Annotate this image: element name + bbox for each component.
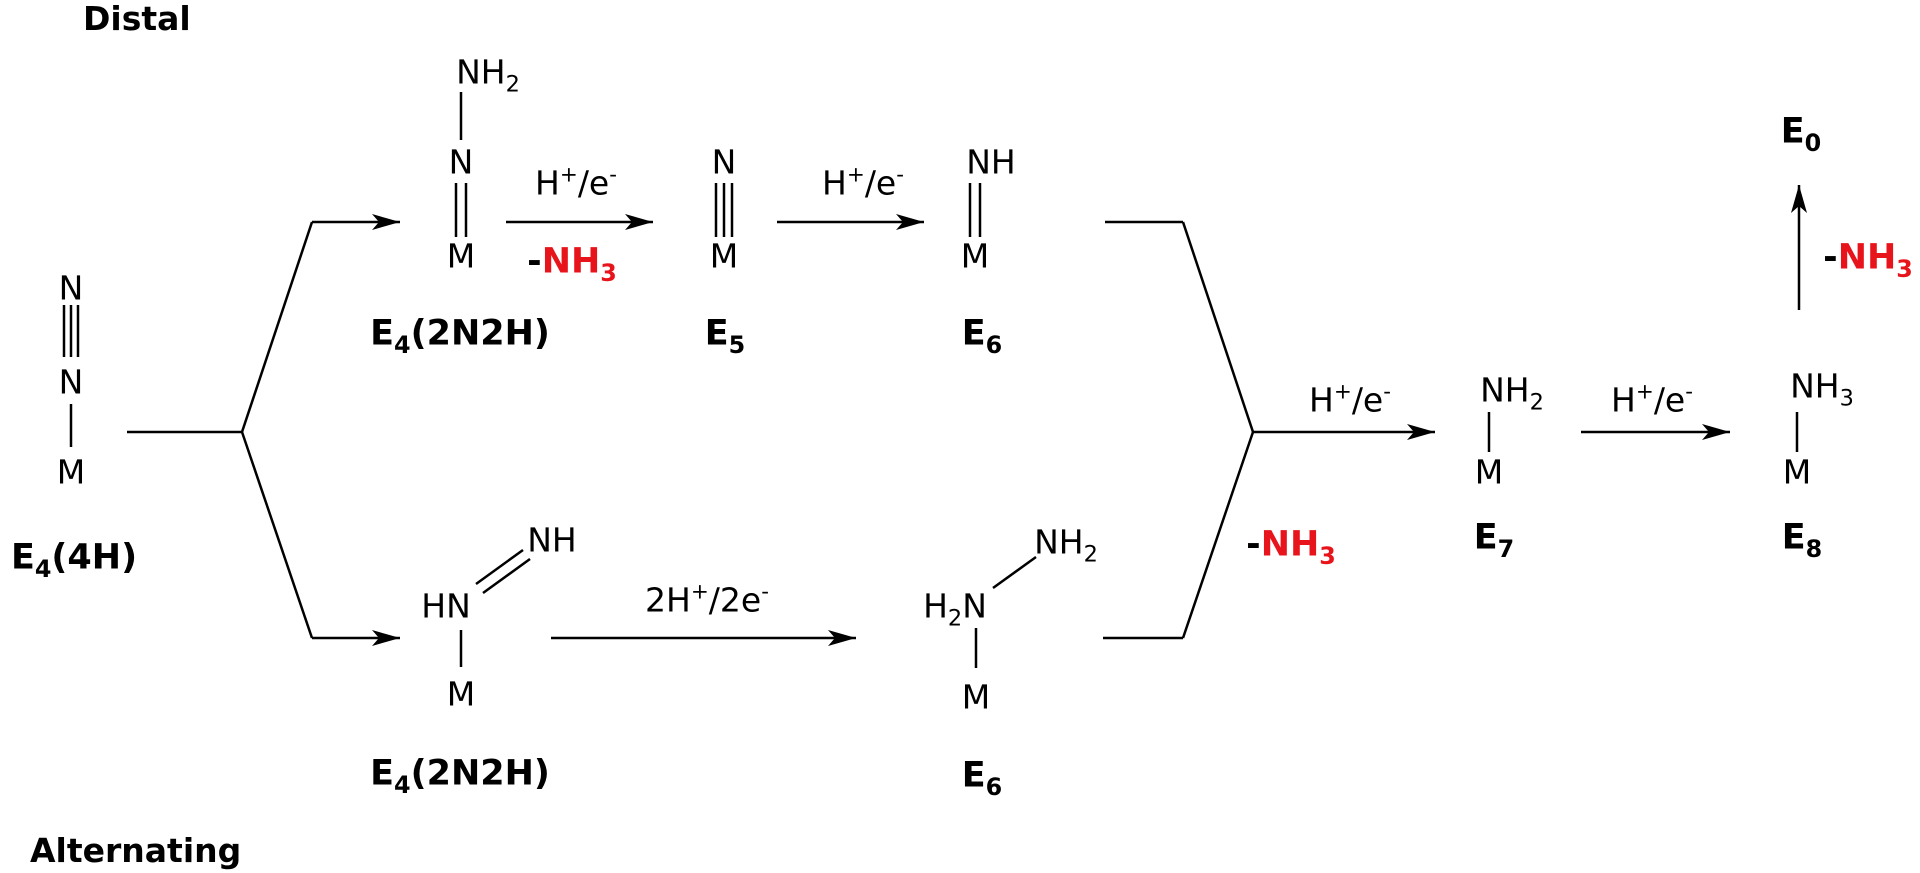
nh3-release-final: -NH3 — [1823, 237, 1913, 283]
condition-2h-2e: 2H+/2e- — [645, 579, 769, 620]
nh3-release-convergent: -NH3 — [1246, 524, 1336, 570]
atom-n-proximal: N — [58, 362, 84, 402]
condition-h-e-to-e8: H+/e- — [1611, 379, 1693, 420]
atom-h2n: H2N — [923, 586, 987, 632]
converge-bottom-diagonal — [1181, 431, 1255, 639]
state-e4-2n2h-alternating: E4(2N2H) — [370, 753, 550, 799]
heading-alternating: Alternating — [30, 831, 242, 870]
heading-distal: Distal — [83, 0, 191, 38]
converge-top-diagonal — [1181, 221, 1255, 433]
atom-n: N — [448, 142, 474, 182]
atom-m: M — [1474, 452, 1504, 492]
atom-m: M — [960, 236, 990, 276]
atom-m: M — [709, 236, 739, 276]
branch-up — [240, 221, 314, 433]
atom-n-terminal: N — [58, 268, 84, 308]
atom-m: M — [56, 452, 86, 492]
atom-hn: HN — [421, 586, 471, 626]
condition-h-e-to-e6: H+/e- — [822, 162, 904, 203]
bond-h2n-nh2 — [992, 555, 1037, 590]
nh3-release-distal: -NH3 — [527, 241, 617, 287]
atom-n: N — [711, 142, 737, 182]
state-e5: E5 — [704, 313, 746, 359]
atom-nh: NH — [966, 142, 1016, 182]
bond-hn-nh-double-2 — [482, 557, 531, 595]
state-e7: E7 — [1473, 517, 1515, 563]
state-e8: E8 — [1781, 517, 1823, 563]
atom-nh3: NH3 — [1790, 366, 1854, 412]
atom-nh2: NH2 — [1480, 370, 1544, 416]
atom-m: M — [961, 677, 991, 717]
state-e6-distal: E6 — [961, 313, 1003, 359]
state-e4-4h: E4(4H) — [10, 537, 138, 583]
state-e6-alternating: E6 — [961, 755, 1003, 801]
condition-h-e-to-e5: H+/e- — [535, 162, 617, 203]
atom-m: M — [446, 236, 476, 276]
condition-h-e-to-e7: H+/e- — [1309, 379, 1391, 420]
atom-m: M — [446, 674, 476, 714]
atom-nh2: NH2 — [1034, 522, 1098, 568]
atom-nh2: NH2 — [456, 52, 520, 98]
atom-nh: NH — [527, 520, 577, 560]
state-e4-2n2h-distal: E4(2N2H) — [370, 313, 550, 359]
atom-m: M — [1782, 452, 1812, 492]
state-e0: E0 — [1780, 111, 1822, 157]
bond-hn-nh-double-1 — [475, 548, 524, 586]
branch-down — [240, 431, 314, 639]
